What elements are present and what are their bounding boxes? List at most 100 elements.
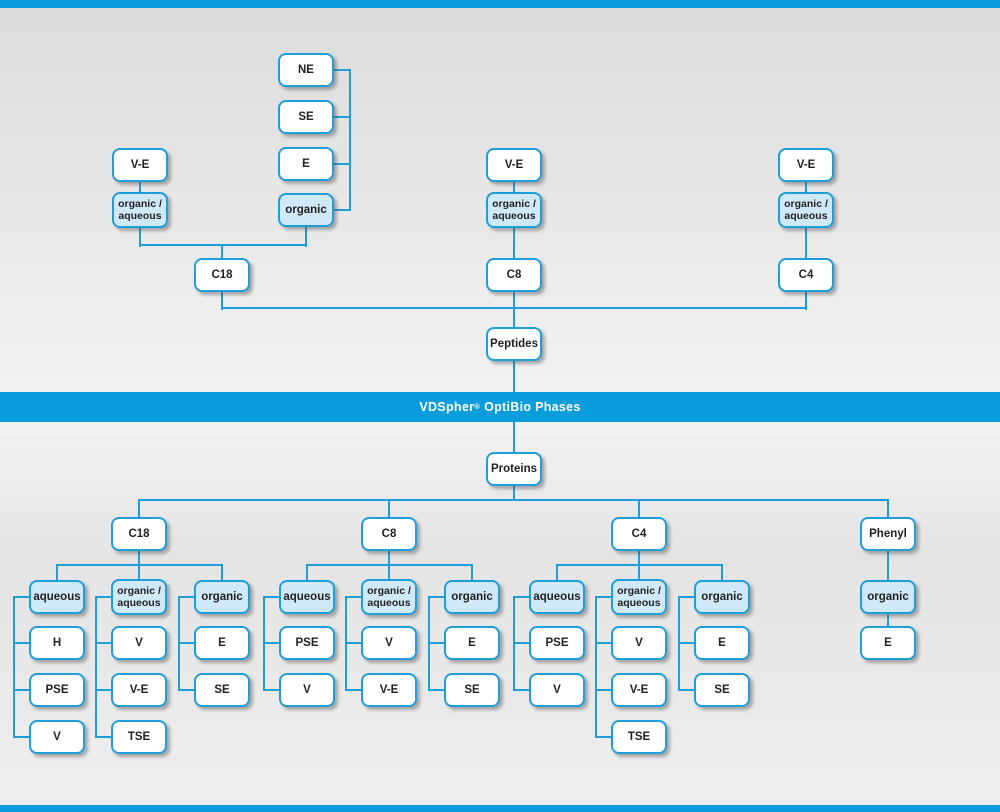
node-type-e: E	[278, 147, 334, 181]
node-phase-orgaq-c4: organic / aqueous	[611, 579, 667, 615]
connector-line	[556, 564, 723, 566]
node-type-c18-aqueous-1: H	[29, 626, 85, 660]
node-type-phenyl-organic-1: E	[860, 626, 916, 660]
connector-line	[513, 485, 515, 501]
node-phase-aqueous-c18: aqueous	[29, 580, 85, 614]
top-accent-bar	[0, 0, 1000, 8]
connector-line	[14, 736, 29, 738]
connector-line	[264, 689, 279, 691]
node-type-c4-orgaq-3: TSE	[611, 720, 667, 754]
node-phase-orgaq-peptides-c18: organic / aqueous	[112, 192, 168, 228]
node-type-c4-aqueous-2: V	[529, 673, 585, 707]
connector-line	[349, 69, 351, 211]
node-type-c8-orgaq-2: V-E	[361, 673, 417, 707]
node-phase-orgaq-c18: organic / aqueous	[111, 579, 167, 615]
connector-line	[805, 291, 807, 310]
node-column-c8-proteins: C8	[361, 517, 417, 551]
node-phase-orgaq-peptides-c8: organic / aqueous	[486, 192, 542, 228]
node-type-c18-organic-2: SE	[194, 673, 250, 707]
connector-line	[805, 226, 807, 260]
connector-line	[513, 360, 515, 393]
connector-line	[14, 642, 29, 644]
connector-line	[514, 596, 529, 598]
connector-line	[346, 642, 361, 644]
node-type-c8-aqueous-2: V	[279, 673, 335, 707]
node-column-c18-proteins: C18	[111, 517, 167, 551]
connector-line	[595, 596, 597, 738]
connector-line	[679, 596, 694, 598]
node-type-ne: NE	[278, 53, 334, 87]
node-peptides-root: Peptides	[486, 327, 542, 361]
connector-line	[333, 163, 351, 165]
node-phase-organic-c4: organic	[694, 580, 750, 614]
connector-line	[333, 69, 351, 71]
node-column-c4-proteins: C4	[611, 517, 667, 551]
connector-line	[513, 226, 515, 260]
connector-line	[138, 499, 889, 501]
connector-line	[679, 642, 694, 644]
node-type-c8-organic-2: SE	[444, 673, 500, 707]
banner: VDSpher®OptiBio Phases	[0, 392, 1000, 422]
connector-line	[56, 564, 58, 581]
node-type-c18-organic-1: E	[194, 626, 250, 660]
node-type-c4-organic-1: E	[694, 626, 750, 660]
connector-line	[139, 226, 141, 247]
connector-line	[139, 244, 307, 246]
connector-line	[305, 226, 307, 247]
connector-line	[96, 596, 111, 598]
connector-line	[513, 421, 515, 453]
connector-line	[264, 596, 279, 598]
node-type-c4-orgaq-2: V-E	[611, 673, 667, 707]
node-type-c18-orgaq-1: V	[111, 626, 167, 660]
node-type-se: SE	[278, 100, 334, 134]
connector-line	[221, 245, 223, 260]
connector-line	[139, 181, 141, 194]
connector-line	[388, 499, 390, 518]
node-phase-organic-phenyl: organic	[860, 580, 916, 614]
connector-line	[95, 596, 97, 738]
node-type-c4-orgaq-1: V	[611, 626, 667, 660]
node-type-c18-aqueous-3: V	[29, 720, 85, 754]
connector-line	[138, 499, 140, 518]
bottom-accent-bar	[0, 805, 1000, 812]
connector-line	[556, 564, 558, 581]
connector-line	[429, 689, 444, 691]
connector-line	[805, 181, 807, 194]
banner-suffix: OptiBio Phases	[484, 400, 581, 414]
connector-line	[346, 596, 361, 598]
connector-line	[596, 642, 611, 644]
node-column-c8-peptides: C8	[486, 258, 542, 292]
node-type-c18-aqueous-2: PSE	[29, 673, 85, 707]
connector-line	[887, 499, 889, 518]
connector-line	[596, 596, 611, 598]
connector-line	[513, 181, 515, 194]
connector-line	[13, 596, 15, 738]
connector-line	[96, 642, 111, 644]
connector-line	[264, 642, 279, 644]
connector-line	[306, 564, 308, 581]
node-type-c4-organic-2: SE	[694, 673, 750, 707]
connector-line	[638, 499, 640, 518]
connector-line	[179, 596, 194, 598]
connector-line	[514, 642, 529, 644]
connector-line	[179, 642, 194, 644]
node-phase-orgaq-peptides-c4: organic / aqueous	[778, 192, 834, 228]
connector-line	[721, 564, 723, 581]
connector-line	[221, 307, 807, 309]
connector-line	[514, 689, 529, 691]
node-column-phenyl-proteins: Phenyl	[860, 517, 916, 551]
connector-line	[96, 736, 111, 738]
node-phase-organic-c8: organic	[444, 580, 500, 614]
connector-line	[306, 564, 473, 566]
node-type-c8-aqueous-1: PSE	[279, 626, 335, 660]
connector-line	[96, 689, 111, 691]
connector-line	[221, 564, 223, 581]
node-column-c4-peptides: C4	[778, 258, 834, 292]
node-phase-organic-peptides-c18: organic	[278, 193, 334, 227]
node-type-ve-peptides-c4: V-E	[778, 148, 834, 182]
node-type-ve-peptides-c8: V-E	[486, 148, 542, 182]
node-type-ve-peptides-c18: V-E	[112, 148, 168, 182]
connector-line	[429, 596, 444, 598]
node-column-c18-peptides: C18	[194, 258, 250, 292]
connector-line	[596, 736, 611, 738]
